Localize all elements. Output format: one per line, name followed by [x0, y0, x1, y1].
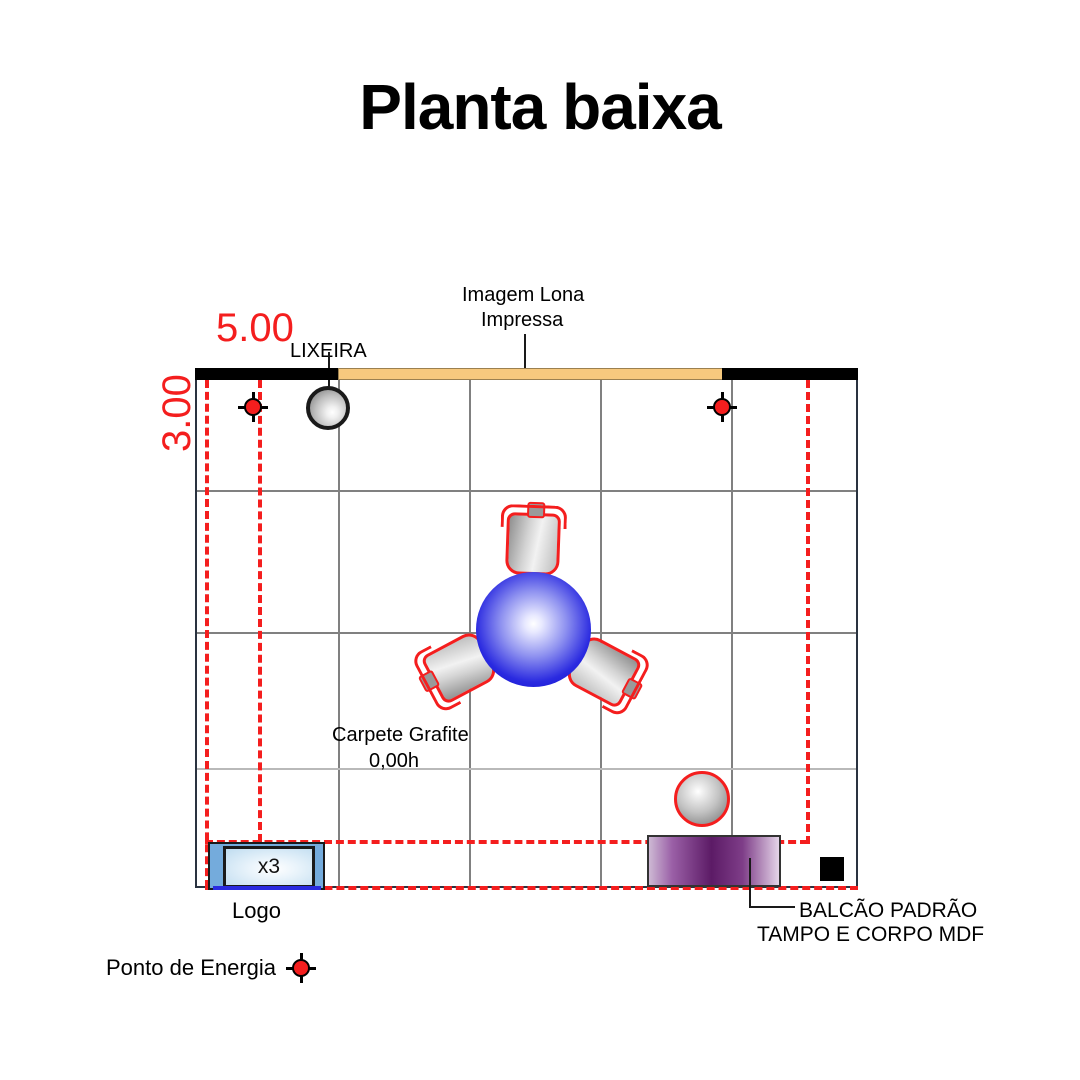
- energy-point-icon[interactable]: [707, 392, 737, 422]
- round-table[interactable]: [476, 572, 591, 687]
- banner-label-line2: Impressa: [481, 309, 564, 331]
- stool[interactable]: [674, 771, 730, 827]
- counter-label-line1: BALCÃO PADRÃO: [799, 899, 978, 922]
- setback-line-right: [806, 380, 810, 844]
- setback-line-bottom: [205, 840, 808, 844]
- logo-panel[interactable]: x3: [208, 842, 325, 890]
- bin-leader-line: [328, 352, 330, 408]
- banner-leader-line: [524, 334, 526, 380]
- gridline-horizontal: [195, 490, 858, 492]
- energy-dot: [292, 959, 311, 977]
- plan-edge-right: [856, 378, 858, 888]
- black-marker-box: [820, 857, 844, 881]
- wall-top-right: [722, 368, 858, 380]
- gridline-horizontal: [195, 768, 858, 770]
- energy-dot: [244, 398, 262, 416]
- counter-label-line2: TAMPO E CORPO MDF: [757, 923, 985, 946]
- setback-line-inner-left: [258, 380, 262, 842]
- carpet-label-line2: 0,00h: [369, 750, 420, 772]
- wall-top-left: [195, 368, 340, 380]
- energy-dot: [713, 398, 731, 416]
- boundary-line-bottom: [205, 886, 858, 890]
- setback-line-left: [205, 380, 209, 888]
- carpet-label-line1: Carpete Grafite: [332, 724, 469, 746]
- logo-underline: [213, 886, 321, 890]
- plan-edge-left: [195, 378, 197, 888]
- logo-caption: Logo: [232, 898, 281, 923]
- counter-leader-horizontal: [749, 906, 795, 908]
- dimension-height: 3.00: [155, 374, 199, 452]
- bin-label: LIXEIRA: [290, 340, 367, 362]
- counter-leader-vertical: [749, 858, 751, 908]
- dimension-width: 5.00: [216, 306, 294, 350]
- legend-energy-point: Ponto de Energia: [106, 953, 317, 983]
- banner-label-line1: Imagem Lona: [462, 284, 585, 306]
- legend-energy-label: Ponto de Energia: [106, 955, 277, 980]
- chair[interactable]: [504, 512, 562, 576]
- logo-count-label: x3: [223, 846, 315, 888]
- trash-bin[interactable]: [306, 386, 350, 430]
- counter[interactable]: [647, 835, 781, 887]
- page-title: Planta baixa: [359, 71, 722, 143]
- energy-point-icon[interactable]: [238, 392, 268, 422]
- energy-point-icon: [286, 953, 317, 983]
- banner-lona: [338, 368, 724, 380]
- plan-area: Carpete Grafite 0,00h x3: [195, 368, 858, 890]
